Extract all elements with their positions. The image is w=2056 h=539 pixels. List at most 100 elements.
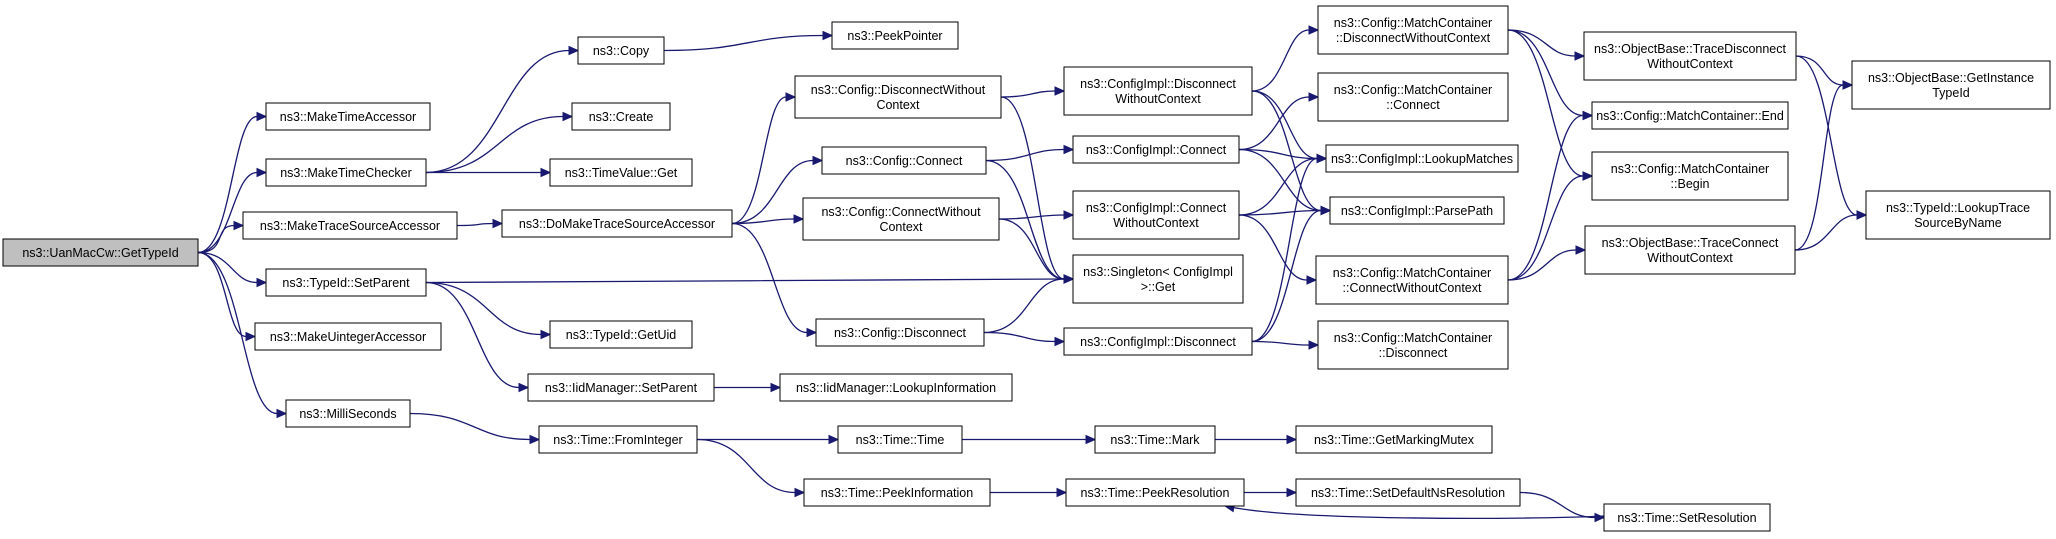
node-obTraceDisconnect[interactable]: ns3::ObjectBase::TraceDisconnectWithoutC… bbox=[1583, 31, 1797, 81]
edge-getTypeId-to-makeTimeAccessor bbox=[197, 111, 268, 254]
node-label: WithoutContext bbox=[1113, 216, 1199, 230]
node-mcDisconnectWithoutContext[interactable]: ns3::Config::MatchContainer::DisconnectW… bbox=[1317, 5, 1509, 55]
node-peekInformation[interactable]: ns3::Time::PeekInformation bbox=[803, 478, 991, 507]
node-label: ns3::Time::FromInteger bbox=[553, 433, 682, 447]
node-obTraceConnect[interactable]: ns3::ObjectBase::TraceConnectWithoutCont… bbox=[1584, 225, 1796, 275]
node-configDisconnectWithoutContext[interactable]: ns3::Config::DisconnectWithoutContext bbox=[794, 75, 1002, 119]
node-create[interactable]: ns3::Create bbox=[571, 102, 671, 131]
node-box bbox=[549, 320, 693, 349]
node-setDefaultNsResolution[interactable]: ns3::Time::SetDefaultNsResolution bbox=[1295, 478, 1521, 507]
arrowhead bbox=[1308, 92, 1320, 102]
nodes-layer: ns3::UanMacCw::GetTypeId ns3::MakeTimeAcc… bbox=[2, 5, 2051, 532]
edge-fromInteger-to-peekInformation bbox=[696, 438, 806, 498]
node-label: ns3::TypeId::LookupTrace bbox=[1886, 201, 2030, 215]
node-makeUintegerAccessor[interactable]: ns3::MakeUintegerAccessor bbox=[254, 322, 442, 351]
node-timeValueGet[interactable]: ns3::TimeValue::Get bbox=[549, 158, 693, 187]
node-parsePath[interactable]: ns3::ConfigImpl::ParsePath bbox=[1329, 196, 1505, 225]
node-getUid[interactable]: ns3::TypeId::GetUid bbox=[549, 320, 693, 349]
node-makeTimeChecker[interactable]: ns3::MakeTimeChecker bbox=[265, 158, 427, 187]
node-makeTraceSourceAccessor[interactable]: ns3::MakeTraceSourceAccessor bbox=[242, 211, 458, 240]
edge-getTypeId-to-makeTraceSourceAccessor bbox=[197, 220, 245, 254]
node-setParent[interactable]: ns3::TypeId::SetParent bbox=[265, 268, 427, 297]
node-mcConnect[interactable]: ns3::Config::MatchContainer::Connect bbox=[1317, 72, 1509, 122]
edge-configConnect-to-implConnect bbox=[985, 144, 1075, 162]
node-copy[interactable]: ns3::Copy bbox=[577, 36, 665, 65]
edge-line bbox=[409, 412, 531, 441]
edge-line bbox=[1507, 114, 1584, 281]
arrowhead bbox=[1575, 245, 1587, 255]
node-implDisconnect[interactable]: ns3::ConfigImpl::Disconnect bbox=[1063, 327, 1253, 356]
node-mcConnectWithoutContext[interactable]: ns3::Config::MatchContainer::ConnectWith… bbox=[1315, 255, 1509, 305]
arrowhead bbox=[568, 45, 580, 56]
node-lookupMatches[interactable]: ns3::ConfigImpl::LookupMatches bbox=[1325, 144, 1519, 173]
node-label: ns3::IidManager::SetParent bbox=[545, 381, 698, 395]
node-box bbox=[821, 146, 987, 175]
node-label: ns3::Config::DisconnectWithout bbox=[811, 83, 986, 97]
edge-line bbox=[1794, 214, 1858, 251]
node-mcDisconnect[interactable]: ns3::Config::MatchContainer::Disconnect bbox=[1317, 320, 1509, 370]
node-getMarkingMutex[interactable]: ns3::Time::GetMarkingMutex bbox=[1295, 425, 1493, 454]
arrowhead bbox=[770, 382, 782, 393]
node-doMakeTraceSourceAccessor[interactable]: ns3::DoMakeTraceSourceAccessor bbox=[501, 209, 733, 238]
node-iidSetParent[interactable]: ns3::IidManager::SetParent bbox=[527, 373, 715, 402]
edge-line bbox=[1000, 96, 1065, 280]
node-mcEnd[interactable]: ns3::Config::MatchContainer::End bbox=[1591, 101, 1789, 130]
edge-doMakeTraceSourceAccessor-to-configConnectWithoutContext bbox=[731, 214, 805, 225]
edge-getTypeId-to-makeUintegerAccessor bbox=[197, 251, 257, 342]
edge-makeTraceSourceAccessor-to-doMakeTraceSourceAccessor bbox=[456, 218, 504, 229]
arrowhead bbox=[245, 331, 257, 342]
node-setResolution[interactable]: ns3::Time::SetResolution bbox=[1603, 503, 1771, 532]
edge-line bbox=[983, 331, 1056, 343]
node-label: ns3::TimeValue::Get bbox=[565, 166, 678, 180]
node-label: ns3::Time::SetDefaultNsResolution bbox=[1311, 486, 1505, 500]
node-configConnectWithoutContext[interactable]: ns3::Config::ConnectWithoutContext bbox=[802, 197, 1000, 241]
node-mcBegin[interactable]: ns3::Config::MatchContainer::Begin bbox=[1591, 151, 1789, 201]
node-label: Context bbox=[879, 220, 923, 234]
node-getTypeId[interactable]: ns3::UanMacCw::GetTypeId bbox=[2, 238, 199, 267]
edge-implDisconnect-to-mcDisconnect bbox=[1251, 340, 1320, 350]
node-timeTime[interactable]: ns3::Time::Time bbox=[837, 425, 963, 454]
arrowhead bbox=[492, 218, 504, 229]
arrowhead bbox=[540, 329, 552, 340]
node-label: ns3::UanMacCw::GetTypeId bbox=[22, 246, 178, 260]
node-configConnect[interactable]: ns3::Config::Connect bbox=[821, 146, 987, 175]
node-singletonGet[interactable]: ns3::Singleton< ConfigImpl>::Get bbox=[1072, 254, 1244, 304]
edge-implConnectWithoutContext-to-mcConnectWithoutContext bbox=[1238, 214, 1318, 285]
node-milliSeconds[interactable]: ns3::MilliSeconds bbox=[285, 399, 411, 428]
edge-timeMark-to-getMarkingMutex bbox=[1215, 434, 1298, 445]
arrowhead bbox=[1308, 340, 1320, 350]
node-implConnect[interactable]: ns3::ConfigImpl::Connect bbox=[1072, 135, 1240, 164]
node-implDisconnectWithoutContext[interactable]: ns3::ConfigImpl::DisconnectWithoutContex… bbox=[1063, 66, 1253, 116]
node-label: ns3::Time::PeekInformation bbox=[821, 486, 973, 500]
node-label: ns3::Time::Mark bbox=[1110, 433, 1200, 447]
arrowhead bbox=[1594, 512, 1606, 523]
edge-configDisconnectWithoutContext-to-singletonGet bbox=[1000, 96, 1075, 284]
node-label: ns3::Time::Time bbox=[856, 433, 945, 447]
arrowhead bbox=[828, 434, 840, 445]
node-makeTimeAccessor[interactable]: ns3::MakeTimeAccessor bbox=[265, 102, 431, 131]
edge-line bbox=[1251, 90, 1318, 160]
node-box bbox=[1065, 478, 1245, 507]
node-label: ns3::DoMakeTraceSourceAccessor bbox=[519, 217, 715, 231]
node-box bbox=[837, 425, 963, 454]
node-peekPointer[interactable]: ns3::PeekPointer bbox=[831, 21, 959, 50]
node-fromInteger[interactable]: ns3::Time::FromInteger bbox=[538, 425, 698, 454]
node-peekResolution[interactable]: ns3::Time::PeekResolution bbox=[1065, 478, 1245, 507]
edge-line bbox=[197, 224, 235, 254]
node-lookupInformation[interactable]: ns3::IidManager::LookupInformation bbox=[779, 373, 1013, 402]
node-label: ::Connect bbox=[1386, 98, 1440, 112]
node-configDisconnect[interactable]: ns3::Config::Disconnect bbox=[815, 318, 985, 347]
edge-doMakeTraceSourceAccessor-to-configDisconnectWithoutContext bbox=[731, 92, 797, 225]
edge-line bbox=[998, 214, 1065, 220]
arrowhead bbox=[529, 434, 541, 445]
edge-getTypeId-to-setParent bbox=[197, 251, 268, 288]
node-implConnectWithoutContext[interactable]: ns3::ConfigImpl::ConnectWithoutContext bbox=[1072, 190, 1240, 240]
node-label: WithoutContext bbox=[1115, 92, 1201, 106]
edge-makeTimeChecker-to-timeValueGet bbox=[425, 167, 552, 178]
node-label: ns3::Singleton< ConfigImpl bbox=[1083, 265, 1233, 279]
node-timeMark[interactable]: ns3::Time::Mark bbox=[1094, 425, 1216, 454]
edge-line bbox=[1795, 55, 1844, 86]
